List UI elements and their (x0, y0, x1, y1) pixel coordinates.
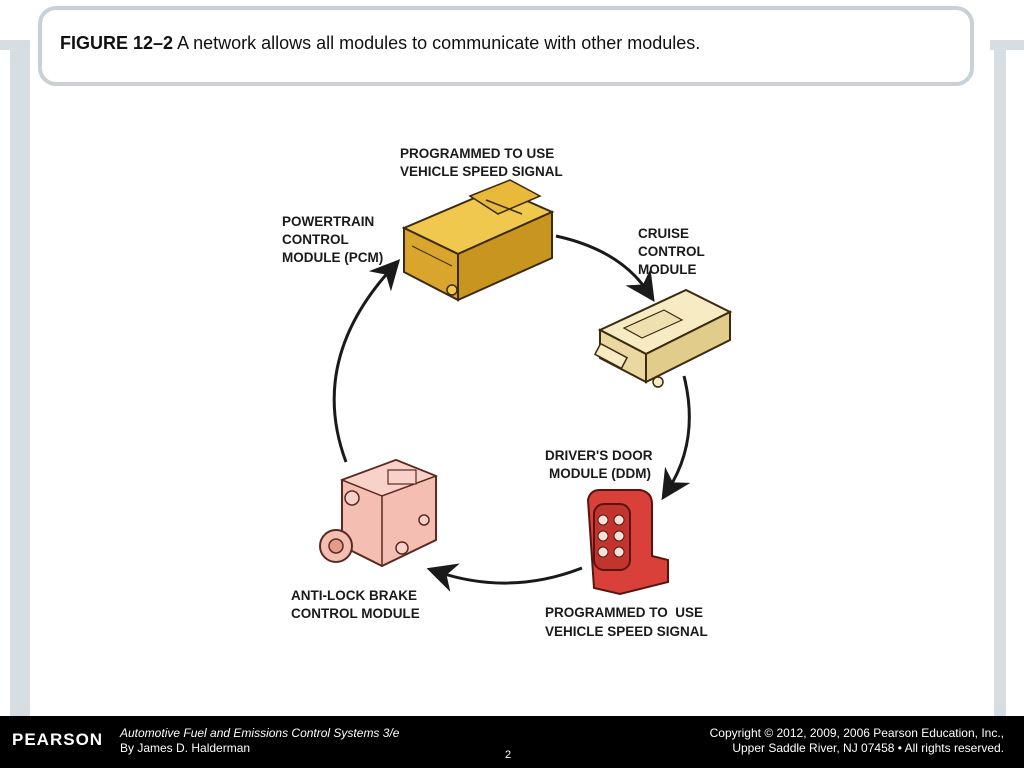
frame-decoration (990, 40, 1024, 50)
label-abs-line1: ANTI-LOCK BRAKE (291, 588, 417, 603)
arrow-abs-to-pcm (332, 259, 401, 463)
label-ddm-line2: MODULE (DDM) (549, 466, 651, 481)
label-programmed-bottom-line2: VEHICLE SPEED SIGNAL (545, 624, 708, 639)
arrow-ddm-to-abs (426, 563, 583, 592)
label-abs-line2: CONTROL MODULE (291, 606, 420, 621)
label-pcm-line2: CONTROL (282, 232, 349, 247)
label-cruise-line2: CONTROL (638, 244, 705, 259)
frame-decoration (0, 40, 16, 50)
footer-book-title: Automotive Fuel and Emissions Control Sy… (120, 726, 400, 740)
label-pcm-line1: POWERTRAIN (282, 214, 374, 229)
label-cruise-line3: MODULE (638, 262, 697, 277)
arrow-pcm-to-cruise (555, 234, 655, 302)
arrow-cruise-to-ddm (661, 375, 691, 501)
figure-title: FIGURE 12–2 A network allows all modules… (60, 33, 700, 54)
cruise-module-image (593, 288, 733, 388)
figure-label: FIGURE 12–2 (60, 33, 174, 53)
label-programmed-top-line2: VEHICLE SPEED SIGNAL (400, 164, 563, 179)
frame-left-bar (10, 40, 30, 716)
figure-caption: A network allows all modules to communic… (177, 33, 701, 53)
label-programmed-bottom-line1: PROGRAMMED TO USE (545, 605, 703, 620)
pearson-logo: PEARSON (12, 730, 104, 749)
label-programmed-top-line1: PROGRAMMED TO USE (400, 146, 554, 161)
pcm-module-image (401, 179, 555, 302)
network-diagram: PROGRAMMED TO USE VEHICLE SPEED SIGNAL P… (282, 146, 733, 639)
frame-right-bar (994, 40, 1006, 716)
ddm-module-image (586, 489, 669, 596)
title-box (38, 6, 974, 86)
footer-copyright: Copyright © 2012, 2009, 2006 Pearson Edu… (709, 726, 1004, 740)
label-cruise-line1: CRUISE (638, 226, 689, 241)
footer-bar: PEARSON Automotive Fuel and Emissions Co… (0, 716, 1024, 768)
footer-author: By James D. Halderman (120, 741, 251, 755)
footer-address: Upper Saddle River, NJ 07458 • All right… (732, 741, 1004, 755)
page-number: 2 (505, 749, 512, 761)
abs-module-image (319, 458, 439, 568)
label-ddm-line1: DRIVER'S DOOR (545, 448, 653, 463)
label-pcm-line3: MODULE (PCM) (282, 250, 383, 265)
